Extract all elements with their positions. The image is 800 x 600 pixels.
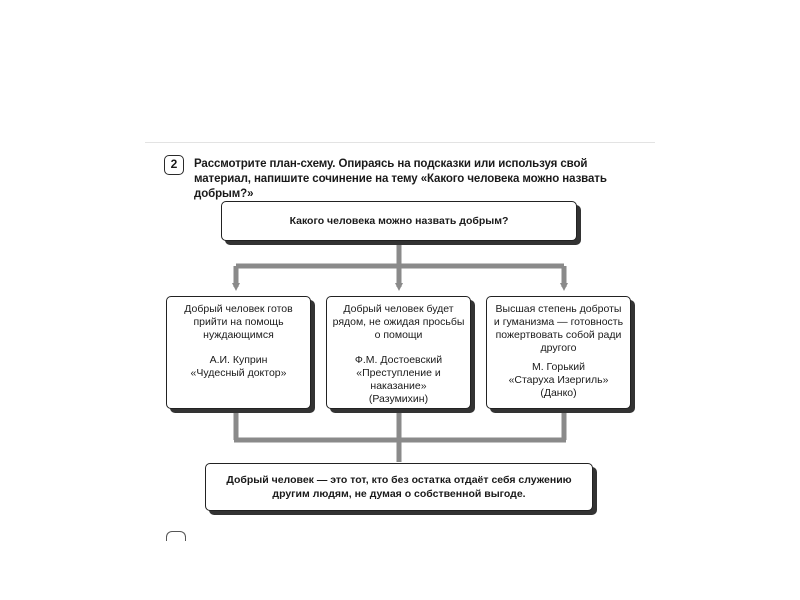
argument-box-1: Добрый человек готов прийти на помощь ну… <box>166 296 311 409</box>
argument-2-note: (Разумихин) <box>368 393 429 405</box>
argument-3-author: М. Горький <box>531 361 586 373</box>
argument-3-thesis: Высшая степень доброты и гуманизма — гот… <box>493 303 624 354</box>
argument-1-thesis: Добрый человек готов прийти на помощь ну… <box>184 303 293 341</box>
argument-1-author: А.И. Куприн <box>209 354 268 366</box>
task-number-badge: 2 <box>164 155 184 175</box>
argument-2-author: Ф.М. Достоевский <box>354 354 443 366</box>
argument-1-work: «Чудесный доктор» <box>190 367 287 379</box>
conclusion-box: Добрый человек — это тот, кто без остатк… <box>205 463 593 511</box>
top-divider <box>145 142 655 143</box>
task-instruction: Рассмотрите план-схему. Опираясь на подс… <box>194 158 607 200</box>
question-text: Какого человека можно назвать добрым? <box>289 214 509 227</box>
argument-3-work: «Старуха Изергиль» (Данко) <box>508 374 609 399</box>
question-box: Какого человека можно назвать добрым? <box>221 201 577 241</box>
conclusion-text: Добрый человек — это тот, кто без остатк… <box>226 474 572 500</box>
next-task-badge-edge <box>166 531 186 541</box>
argument-box-2: Добрый человек будет рядом, не ожидая пр… <box>326 296 471 409</box>
argument-2-thesis: Добрый человек будет рядом, не ожидая пр… <box>332 303 465 341</box>
argument-2-work: «Преступление и наказание» <box>356 367 441 392</box>
argument-box-3: Высшая степень доброты и гуманизма — гот… <box>486 296 631 409</box>
